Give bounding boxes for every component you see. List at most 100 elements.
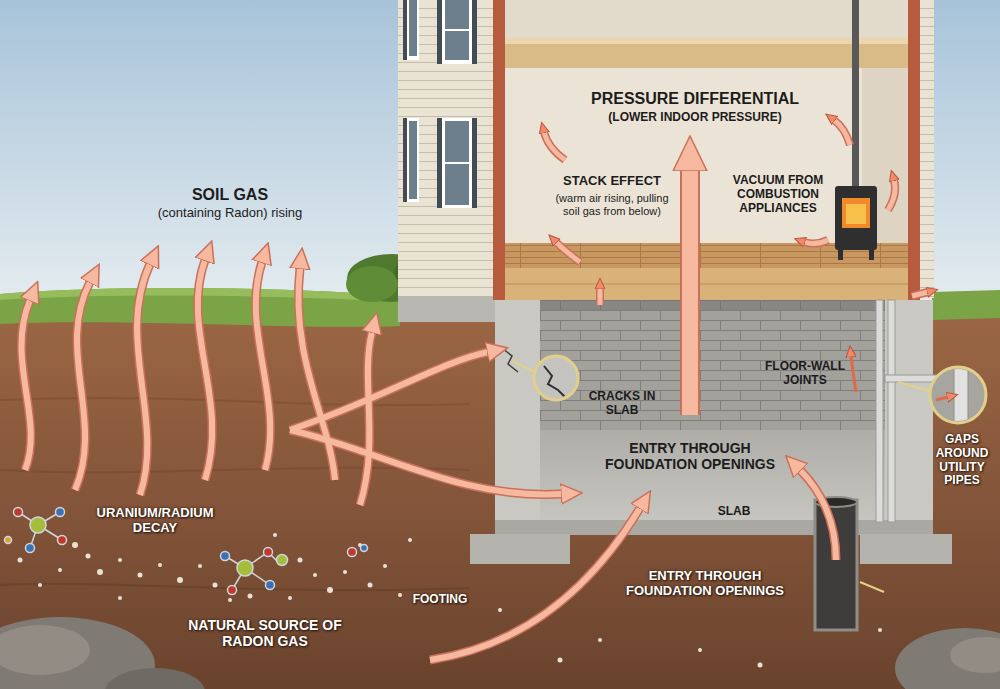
soil-particles [18,533,883,668]
basement-part [860,534,952,564]
soil-particles-part [383,564,387,568]
wood-stove-part [838,250,843,260]
magnifier-callouts-part [860,582,884,592]
soil-particles-part [368,583,373,588]
soil-particles-part [228,598,232,602]
heading-label: SOIL GAS [145,186,315,204]
basement-part [470,534,570,564]
basement-part [885,375,940,382]
magnifier-callouts-part [534,356,578,400]
window-part [437,118,442,208]
indoor-air-arrows-part-part [912,292,928,296]
background-part [0,398,470,405]
decay-molecules-part [14,508,23,517]
indoor-air-arrows-part [682,170,698,415]
soil-particles-part [72,542,78,548]
house-interior [493,0,920,300]
note-label: (warm air rising, pulling soil gas from … [554,192,670,217]
soil-gas-arrows-part-part [430,508,640,660]
bedrock-part [950,637,1000,673]
indoor-air-arrows-part-part [544,132,565,160]
indoor-air-arrows-part-part [888,180,895,210]
soil-particles-part [158,563,162,567]
window-part [437,0,442,64]
window-part [403,0,407,60]
house-interior-part [505,38,910,44]
decay-molecules-part [5,537,12,544]
soil-particles-part [248,594,253,599]
magnifier-callouts-part [512,361,535,372]
magnifier-callouts-part [898,382,929,391]
decay-molecules-part [30,517,46,533]
soil-gas-arrows-part [21,260,836,660]
decay-molecules [5,508,368,595]
soil-particles-part [878,628,882,632]
basement-part [540,300,885,310]
decay-molecules-part [237,560,253,576]
window-part [407,118,419,202]
sump-pit [815,497,857,630]
soil-gas-arrows-part-part [198,260,212,480]
soil-gas-arrows-part-part [290,430,562,494]
house-interior-part [505,68,910,244]
indoor-air-arrows-part-part [804,240,828,244]
soil-gas-arrows-part-part [21,300,30,470]
basement-part [876,300,883,522]
house-interior-part [493,0,505,300]
soil-particles-part [398,593,402,597]
soil-gas-arrows-part-part [360,332,372,505]
soil-gas-arrows-part-part [198,260,212,480]
house-exterior [398,0,934,322]
soil-gas-arrows-part-part [21,300,30,470]
soil-gas-arrows-part-part [360,332,372,505]
window-part [442,118,472,208]
soil-particles-part [118,558,122,562]
window-part [472,118,477,208]
soil-particles-part [327,587,333,593]
basement-part [495,520,933,535]
bedrock-part [0,625,90,675]
decay-molecules-part [361,545,368,552]
indoor-air-arrows-part-part [834,120,850,145]
soil-gas-arrows-part-part [800,470,836,560]
decay-molecules-part [348,548,357,557]
indoor-air-arrows-part-part [804,240,828,244]
basement-part [888,300,895,522]
callout-label: VACUUM FROM COMBUSTION APPLIANCES [724,174,832,215]
indoor-air-arrows-part-part [596,288,604,305]
window-part [409,0,417,56]
soil-gas-arrows-part-part [137,264,150,495]
soil-gas-arrows-part-part [256,262,270,470]
soil-particles-part [86,554,91,559]
house-interior-part [505,268,910,300]
soil-particles-part [498,608,502,612]
wood-stove-part [846,204,866,224]
soil-particles-part [288,596,292,600]
decay-molecules-part [266,581,275,590]
callout-label: CRACKS IN SLAB [584,390,660,418]
magnifier-callouts-part [936,397,948,400]
window-part [407,0,419,60]
house-exterior-part [920,0,934,298]
part-label: SLAB [710,505,758,519]
indoor-air-arrows-part [680,170,700,415]
soil-particles-part [138,573,143,578]
house-exterior-part [398,296,495,322]
indoor-air-arrows [544,120,928,415]
soil-gas-arrows-part-part [290,352,488,430]
soil-particles-part [313,573,317,577]
soil-gas-arrows-part [21,260,836,660]
basement-part [495,300,540,536]
magnifier-callouts-part [954,362,968,432]
window-part [445,162,469,164]
soil-gas-arrows [21,260,836,660]
house-interior-part [852,0,859,188]
soil-particles-part [343,570,347,574]
soil-gas-arrows-part-part [298,268,335,480]
wood-stove-part [869,250,874,260]
heading-label: STACK EFFECT [553,174,671,189]
basement-part [502,348,518,372]
background-part [0,0,1000,330]
window-part [472,0,477,64]
